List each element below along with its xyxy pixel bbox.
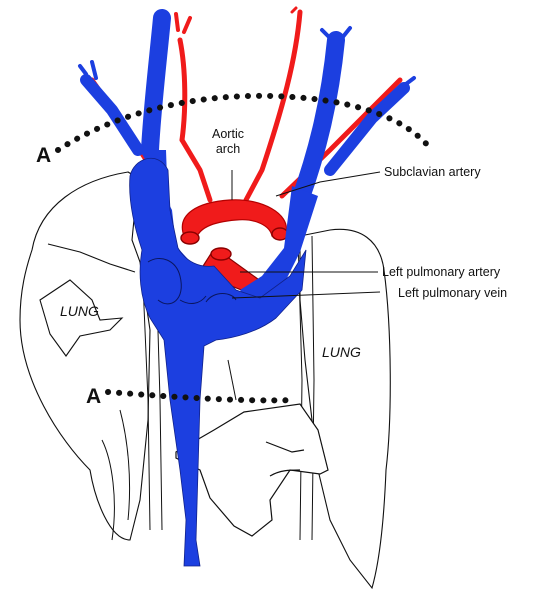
label-aortic-arch-line2: arch: [216, 142, 240, 156]
label-subclavian-artery: Subclavian artery: [384, 165, 481, 179]
label-aortic-arch-line1: Aortic: [212, 127, 244, 141]
pulmonary-trunk-cut: [210, 247, 232, 261]
lung-outline-left: [19, 171, 151, 541]
venous-confluence: [129, 157, 307, 567]
label-lung-right: LUNG: [322, 344, 361, 360]
label-left-pulmonary-artery: Left pulmonary artery: [382, 265, 501, 279]
sternum-outline: [175, 403, 329, 537]
vein-vessels: [78, 9, 416, 209]
label-left-pulmonary-vein: Left pulmonary vein: [398, 286, 507, 300]
leader-lines: [231, 170, 381, 299]
left-brachiocephalic-vein: [240, 186, 318, 300]
label-section-upper: A: [36, 144, 51, 167]
label-lung-left: LUNG: [60, 303, 99, 319]
aortic-arch: [181, 199, 287, 241]
aortic-arch-cut-left: [180, 231, 200, 245]
lung-outline-right: [299, 228, 391, 590]
section-line-lower: [105, 389, 299, 404]
section-line-upper: [55, 92, 433, 153]
label-section-lower: A: [86, 385, 101, 408]
